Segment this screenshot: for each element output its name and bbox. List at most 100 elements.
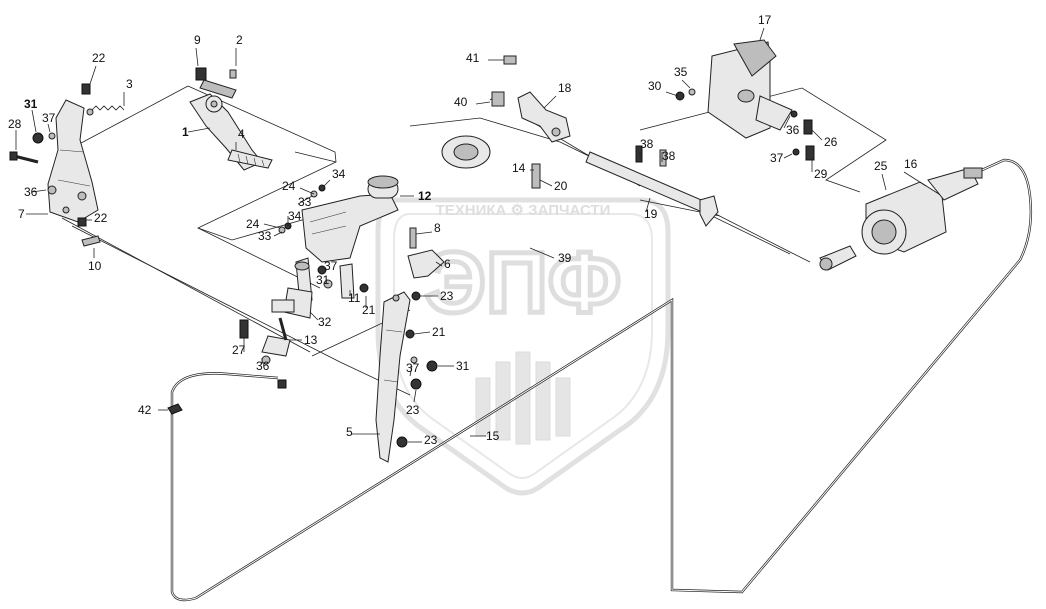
leader-line xyxy=(273,231,283,237)
callout-15: 15 xyxy=(470,429,500,443)
callout-number: 17 xyxy=(758,13,772,27)
clip-34-top xyxy=(318,184,326,192)
callout-8: 8 xyxy=(415,221,441,235)
leader-line xyxy=(263,223,281,229)
callout-number: 36 xyxy=(256,359,270,373)
callout-number: 35 xyxy=(674,65,688,79)
fluid-reservoir-12 xyxy=(301,175,399,263)
callout-number: 25 xyxy=(874,159,888,173)
callout-number: 16 xyxy=(904,157,918,171)
callout-4: 4 xyxy=(235,127,245,150)
bolt-29 xyxy=(805,145,815,161)
callout-number: 7 xyxy=(18,207,25,221)
callout-number: 22 xyxy=(94,211,108,225)
spring-3 xyxy=(86,105,125,116)
cables xyxy=(167,158,1033,602)
nut-31-right xyxy=(426,360,438,372)
callout-number: 24 xyxy=(282,179,296,193)
bolt-22-lower xyxy=(77,217,87,227)
nut-lower-left xyxy=(277,379,287,389)
callout-number: 11 xyxy=(348,291,361,305)
callout-number: 9 xyxy=(194,33,201,47)
washer-36-left xyxy=(47,185,57,195)
callout-number: 38 xyxy=(640,137,654,151)
bracket-17 xyxy=(707,39,793,139)
leader-line xyxy=(323,179,331,187)
callout-number: 33 xyxy=(298,195,312,209)
callout-14: 14 xyxy=(512,161,534,175)
callout-25: 25 xyxy=(874,159,888,191)
callout-37: 37 xyxy=(406,361,420,377)
callout-number: 31 xyxy=(24,97,38,111)
callout-12: 12 xyxy=(400,189,432,203)
leader-line xyxy=(759,27,765,41)
callout-37: 37 xyxy=(42,111,56,133)
callout-number: 30 xyxy=(648,79,662,93)
callout-22: 22 xyxy=(86,211,108,225)
callout-number: 39 xyxy=(558,251,572,265)
leader-line xyxy=(903,171,927,187)
callout-number: 24 xyxy=(246,217,260,231)
leader-line xyxy=(811,129,823,141)
callout-37: 37 xyxy=(324,259,338,273)
leader-line xyxy=(539,179,553,187)
callout-30: 30 xyxy=(648,79,679,97)
callout-number: 40 xyxy=(454,95,468,109)
nut-36-right xyxy=(790,110,798,118)
callout-number: 23 xyxy=(406,403,420,417)
callout-number: 36 xyxy=(786,123,800,137)
callout-19: 19 xyxy=(644,197,658,221)
leader-line xyxy=(89,65,97,85)
bolt-28 xyxy=(9,151,39,164)
callout-number: 27 xyxy=(232,343,246,357)
callout-36: 36 xyxy=(256,358,270,373)
callout-number: 13 xyxy=(304,333,318,347)
callout-20: 20 xyxy=(539,179,568,193)
callout-35: 35 xyxy=(674,65,691,89)
callout-33: 33 xyxy=(297,195,313,209)
nut-37-right xyxy=(410,356,418,364)
callout-number: 34 xyxy=(332,167,346,181)
fork-18 xyxy=(517,91,571,143)
callout-11: 11 xyxy=(348,290,361,305)
callout-13: 13 xyxy=(290,333,318,347)
leader-line xyxy=(299,187,315,195)
callout-34: 34 xyxy=(323,167,346,187)
leader-line xyxy=(881,173,887,191)
callout-number: 37 xyxy=(324,259,338,273)
callout-36: 36 xyxy=(24,185,47,199)
callout-17: 17 xyxy=(758,13,772,41)
callout-34: 34 xyxy=(287,209,302,226)
leader-line xyxy=(681,79,691,89)
cable-tag-42 xyxy=(167,403,183,415)
callout-number: 20 xyxy=(554,179,568,193)
callouts: 1234567891011121314151617181920212122222… xyxy=(8,13,927,447)
callout-41: 41 xyxy=(466,51,504,65)
callout-number: 8 xyxy=(434,221,441,235)
watermark: ТЕХНИКА ⚙ ЗАПЧАСТИ ЭПФ xyxy=(375,197,671,496)
nut-21-a xyxy=(359,283,369,293)
callout-40: 40 xyxy=(454,95,491,109)
callout-16: 16 xyxy=(903,157,927,187)
watermark-monogram: ЭПФ xyxy=(425,235,621,331)
callout-7: 7 xyxy=(18,207,48,221)
callout-number: 15 xyxy=(486,429,500,443)
callout-number: 6 xyxy=(444,257,451,271)
bolt-20 xyxy=(531,163,541,189)
callout-23: 23 xyxy=(408,433,438,447)
callout-number: 28 xyxy=(8,117,22,131)
leader-line xyxy=(195,47,199,67)
leader-line xyxy=(187,127,211,133)
nut-37-mid xyxy=(317,265,327,275)
callout-21: 21 xyxy=(413,325,446,339)
callout-22: 22 xyxy=(89,51,106,85)
leader-line xyxy=(31,189,47,193)
callout-38: 38 xyxy=(639,137,654,158)
release-bearing-14 xyxy=(441,135,491,169)
callout-38: 38 xyxy=(661,149,676,163)
callout-9: 9 xyxy=(194,33,201,67)
callout-39: 39 xyxy=(529,247,572,265)
callout-5: 5 xyxy=(346,425,380,439)
callout-number: 29 xyxy=(814,167,828,181)
